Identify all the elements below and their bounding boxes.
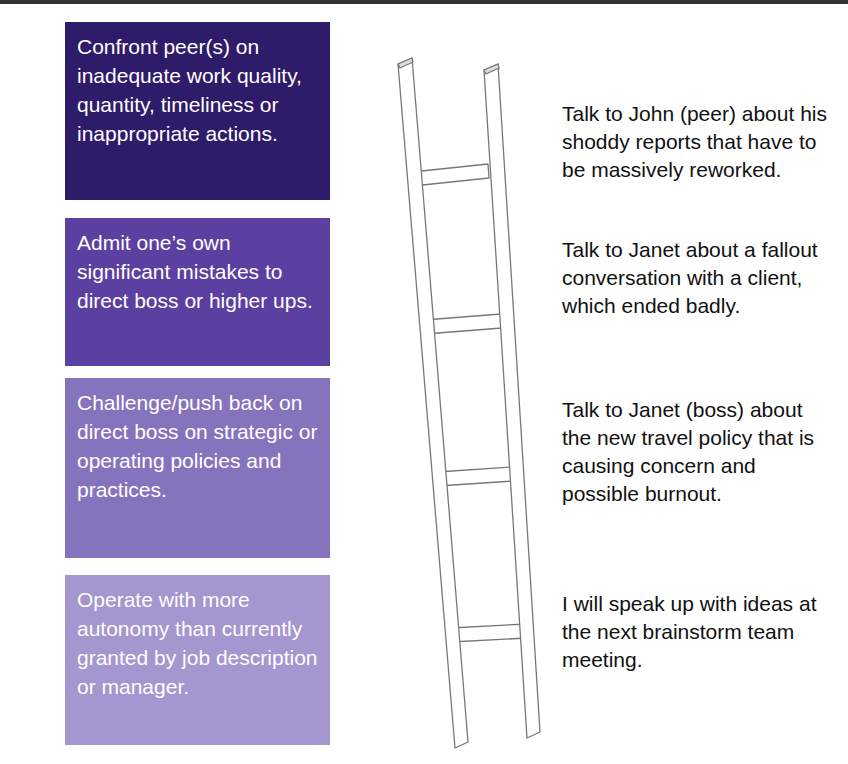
ladder-rail [398, 58, 468, 748]
level-box: Challenge/push back on direct boss on st… [65, 378, 330, 558]
example-text: Talk to John (peer) about his shoddy rep… [562, 100, 832, 184]
example-text: Talk to Janet (boss) about the new trave… [562, 396, 832, 508]
top-bar [0, 0, 848, 4]
box-text: Admit one’s own significant mistakes to … [77, 228, 318, 315]
example-text: Talk to Janet about a fallout conversati… [562, 236, 832, 320]
ladder-rung [450, 624, 527, 642]
level-box: Confront peer(s) on inadequate work qual… [65, 22, 330, 200]
box-text: Operate with more autonomy than currentl… [77, 585, 318, 701]
ladder-rung [437, 467, 514, 486]
ladder-rail-top [398, 58, 413, 68]
ladder-rung [412, 164, 489, 186]
box-text: Challenge/push back on direct boss on st… [77, 388, 318, 504]
ladder-rung [424, 314, 502, 334]
ladder-rail [484, 64, 540, 738]
example-text: I will speak up with ideas at the next b… [562, 590, 832, 674]
box-text: Confront peer(s) on inadequate work qual… [77, 32, 318, 148]
ladder-rail-top [484, 64, 499, 74]
level-box: Operate with more autonomy than currentl… [65, 575, 330, 745]
level-box: Admit one’s own significant mistakes to … [65, 218, 330, 366]
